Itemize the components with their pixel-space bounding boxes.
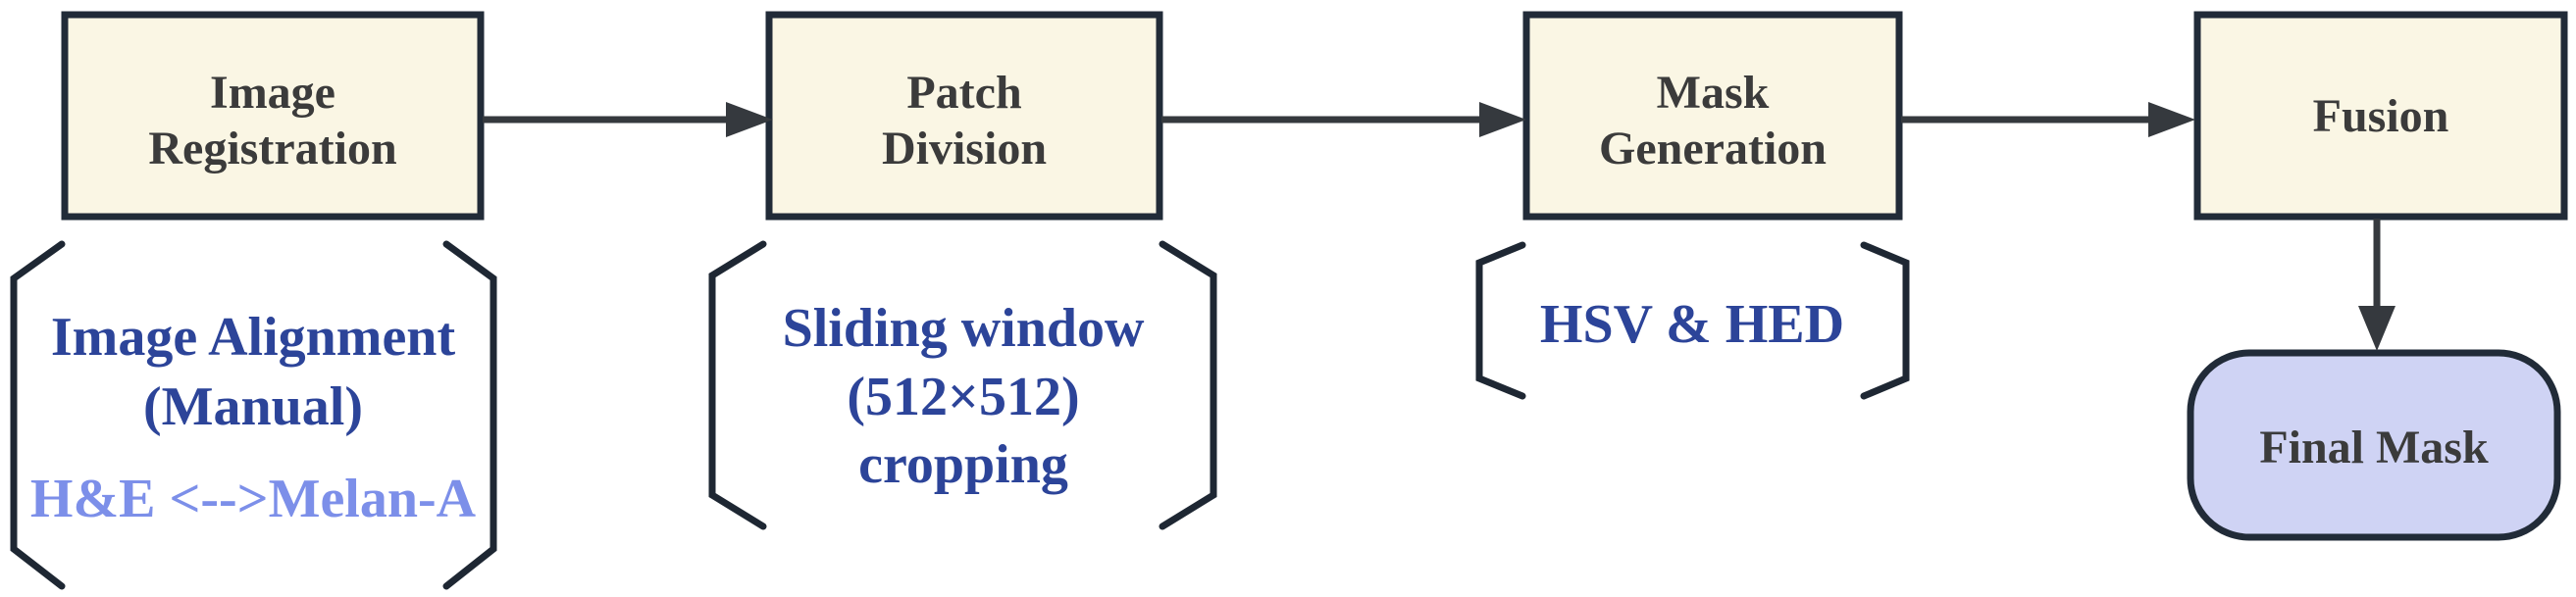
arrow-mask-to-fusion (1901, 102, 2195, 137)
arrow-registration-to-patch (483, 102, 773, 137)
final-mask-label: Final Mask (2259, 422, 2489, 473)
node-fusion: Fusion (2193, 11, 2568, 221)
annotation-text: (Manual) (143, 376, 363, 437)
bracket-left-icon (1475, 241, 1526, 400)
patch-division-label-line2: Division (882, 123, 1047, 174)
mask-generation-box (1522, 11, 1903, 221)
fusion-label: Fusion (2313, 90, 2449, 142)
node-image-registration: Image Registration (61, 11, 485, 221)
arrow-patch-to-mask (1161, 102, 1526, 137)
arrow-fusion-to-final-mask (2358, 219, 2396, 351)
image-registration-label-line2: Registration (148, 123, 396, 174)
annotation-image-registration: Image Alignment (Manual) H&E <-->Melan-A (10, 240, 497, 590)
node-mask-generation: Mask Generation (1522, 11, 1903, 221)
annotation-patch-division: Sliding window (512×512) cropping (708, 240, 1217, 530)
image-registration-box (61, 11, 485, 221)
patch-division-label-line1: Patch (906, 67, 1021, 119)
node-patch-division: Patch Division (765, 11, 1163, 221)
annotation-text: (512×512) (847, 367, 1079, 427)
bracket-left-icon (10, 240, 66, 590)
annotation-text: Image Alignment (51, 307, 456, 368)
annotation-text: HSV & HED (1540, 294, 1844, 355)
annotation-text: cropping (858, 434, 1068, 495)
mask-generation-label-line2: Generation (1599, 123, 1827, 174)
arrow-head-icon (2148, 102, 2195, 137)
bracket-right-icon (1860, 241, 1910, 400)
bracket-right-icon (1159, 240, 1217, 530)
annotation-mask-generation: HSV & HED (1475, 241, 1910, 400)
annotation-text: Sliding window (783, 298, 1145, 359)
fusion-box (2193, 11, 2568, 221)
arrow-head-icon (726, 102, 773, 137)
arrow-head-icon (1479, 102, 1526, 137)
bracket-right-icon (442, 240, 497, 590)
bracket-left-icon (708, 240, 767, 530)
node-final-mask: Final Mask (2187, 349, 2561, 541)
arrow-head-icon (2358, 306, 2396, 351)
final-mask-shape (2187, 349, 2561, 541)
patch-division-box (765, 11, 1163, 221)
mask-generation-label-line1: Mask (1657, 67, 1770, 119)
image-registration-label-line1: Image (210, 67, 335, 119)
annotation-secondary-text: H&E <-->Melan-A (30, 469, 477, 529)
